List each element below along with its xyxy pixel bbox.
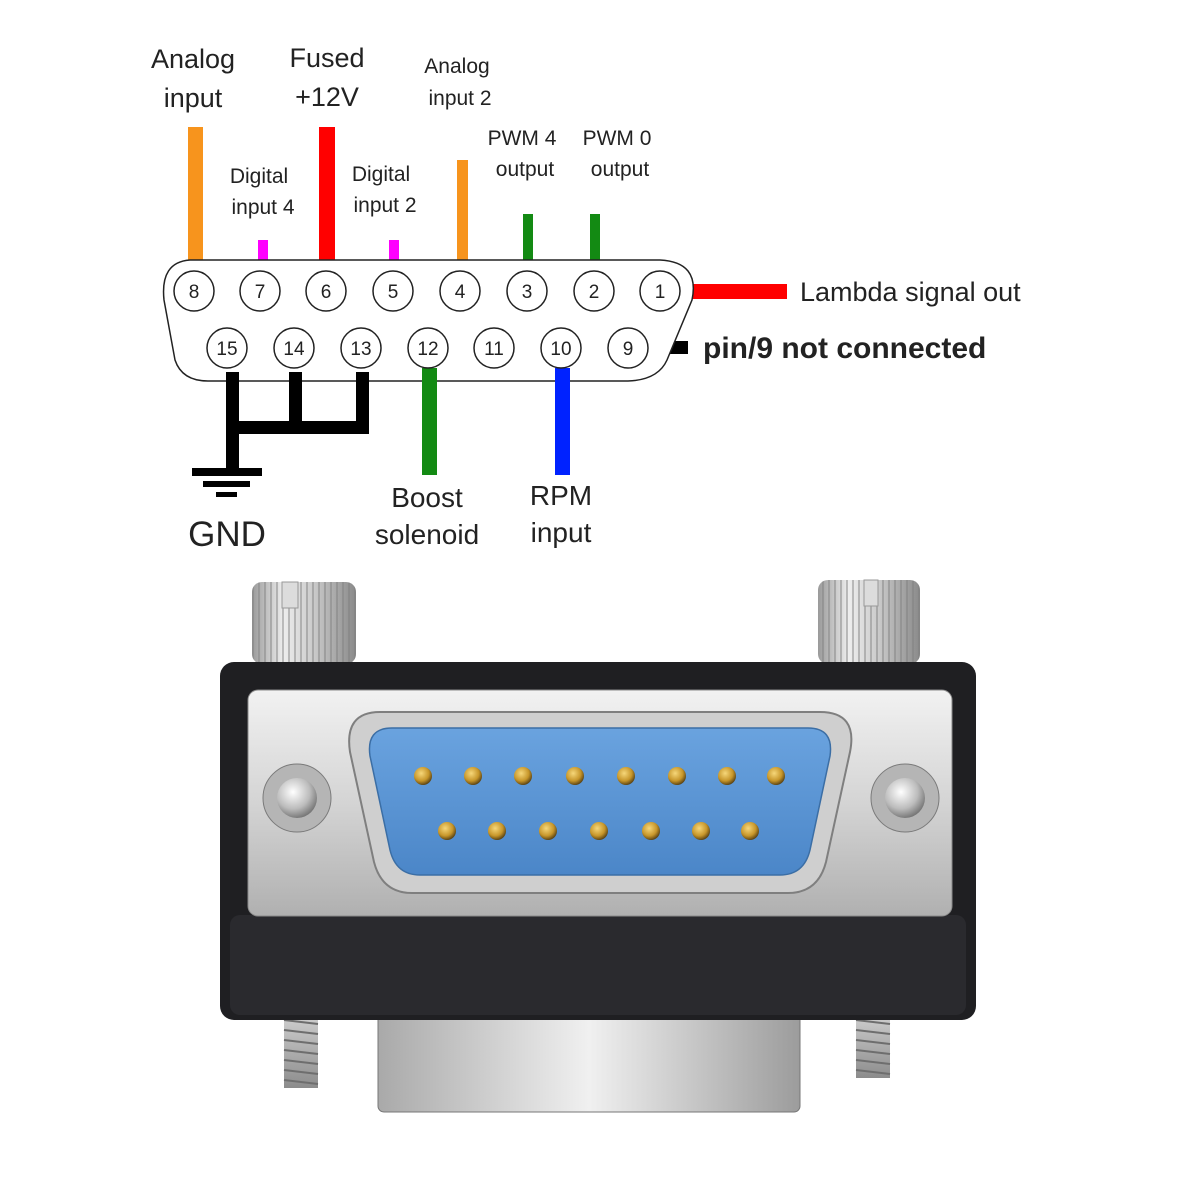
pin-number-10: 10 bbox=[550, 339, 571, 360]
label-digital-input-4-l1: Digital bbox=[230, 165, 288, 188]
pin-3 bbox=[506, 270, 548, 312]
label-pwm4-output-l1: PWM 4 bbox=[488, 127, 557, 150]
pin-number-15: 15 bbox=[216, 339, 237, 360]
pin-13 bbox=[340, 327, 382, 369]
wire-pin4 bbox=[457, 160, 468, 268]
contact bbox=[464, 767, 482, 785]
pin-12 bbox=[407, 327, 449, 369]
pin-number-4: 4 bbox=[455, 282, 466, 303]
pin-2 bbox=[573, 270, 615, 312]
pin-7 bbox=[239, 270, 281, 312]
label-analog-input-l2: input bbox=[164, 83, 223, 113]
contact bbox=[741, 822, 759, 840]
pin-number-5: 5 bbox=[388, 282, 399, 303]
rear-shell bbox=[377, 1009, 801, 1113]
contact bbox=[767, 767, 785, 785]
label-digital-input-2-l2: input 2 bbox=[353, 194, 416, 217]
threaded-screw-left bbox=[283, 1008, 319, 1088]
pin-15 bbox=[206, 327, 248, 369]
pin-1 bbox=[639, 270, 681, 312]
mount-screw-right bbox=[870, 763, 940, 833]
wire-pin3 bbox=[523, 214, 533, 270]
contact bbox=[668, 767, 686, 785]
black-housing-lower bbox=[230, 915, 966, 1015]
label-boost-solenoid-l2: solenoid bbox=[375, 519, 479, 550]
pin-number-9: 9 bbox=[623, 339, 634, 360]
ground-wires bbox=[192, 372, 369, 497]
mount-screw-left bbox=[262, 763, 332, 833]
contact bbox=[718, 767, 736, 785]
pin-circles bbox=[173, 270, 681, 369]
pin-number-1: 1 bbox=[655, 282, 666, 303]
label-rpm-input-l2: input bbox=[531, 517, 592, 548]
label-analog-input-2-l1: Analog bbox=[424, 55, 489, 78]
pin-labels: Analog input Fused +12V Analog input 2 D… bbox=[151, 43, 651, 554]
pin-number-3: 3 bbox=[522, 282, 533, 303]
pin-4 bbox=[439, 270, 481, 312]
label-pwm4-output-l2: output bbox=[496, 158, 555, 181]
label-pwm0-output-l2: output bbox=[591, 158, 650, 181]
pin-6 bbox=[305, 270, 347, 312]
wire-pin2 bbox=[590, 214, 600, 270]
contact bbox=[438, 822, 456, 840]
pin-number-8: 8 bbox=[189, 282, 200, 303]
pin-8 bbox=[173, 270, 215, 312]
thumb-screw-right bbox=[818, 579, 920, 664]
wire-pin5 bbox=[389, 240, 399, 270]
pin-number-2: 2 bbox=[589, 282, 600, 303]
wire-pin6 bbox=[319, 127, 335, 269]
pinout-diagram: 8 7 6 5 4 3 2 1 15 14 13 12 11 10 9 Anal… bbox=[151, 43, 1021, 554]
contact bbox=[514, 767, 532, 785]
label-fused-12v-l2: +12V bbox=[295, 82, 359, 112]
contact bbox=[488, 822, 506, 840]
label-fused-12v-l1: Fused bbox=[289, 43, 364, 73]
label-digital-input-4-l2: input 4 bbox=[231, 196, 294, 219]
contact bbox=[590, 822, 608, 840]
pin-11 bbox=[473, 327, 515, 369]
label-boost-solenoid-l1: Boost bbox=[391, 482, 463, 513]
pin-number-13: 13 bbox=[350, 339, 371, 360]
label-analog-input-2-l2: input 2 bbox=[428, 87, 491, 110]
pin-numbers: 8 7 6 5 4 3 2 1 15 14 13 12 11 10 9 bbox=[189, 282, 666, 360]
wire-pin8 bbox=[188, 127, 203, 265]
label-lambda-signal-out: Lambda signal out bbox=[800, 277, 1021, 307]
db15-adapter-photo bbox=[220, 579, 976, 1113]
label-pin9-not-connected: pin/9 not connected bbox=[703, 332, 986, 365]
thumb-screw-left bbox=[252, 581, 356, 664]
wire-pin10 bbox=[555, 368, 570, 475]
contact bbox=[692, 822, 710, 840]
pin-number-7: 7 bbox=[255, 282, 266, 303]
contact bbox=[617, 767, 635, 785]
label-rpm-input-l1: RPM bbox=[530, 480, 592, 511]
pin-5 bbox=[372, 270, 414, 312]
label-digital-input-2-l1: Digital bbox=[352, 163, 410, 186]
pin-10 bbox=[540, 327, 582, 369]
label-pwm0-output-l1: PWM 0 bbox=[583, 127, 652, 150]
pin-number-6: 6 bbox=[321, 282, 332, 303]
contact bbox=[642, 822, 660, 840]
contact bbox=[539, 822, 557, 840]
wire-pin12 bbox=[422, 368, 437, 475]
contact bbox=[414, 767, 432, 785]
pin-number-11: 11 bbox=[484, 339, 504, 360]
label-gnd: GND bbox=[188, 515, 266, 554]
pin-9 bbox=[607, 327, 649, 369]
pin-14 bbox=[273, 327, 315, 369]
wire-pin7 bbox=[258, 240, 268, 270]
wire-pin1 bbox=[684, 284, 787, 299]
contacts bbox=[414, 767, 785, 840]
label-analog-input-l1: Analog bbox=[151, 44, 235, 74]
blue-insulator bbox=[368, 727, 832, 876]
contact bbox=[566, 767, 584, 785]
pin-number-12: 12 bbox=[417, 339, 438, 360]
pin-number-14: 14 bbox=[283, 339, 305, 360]
